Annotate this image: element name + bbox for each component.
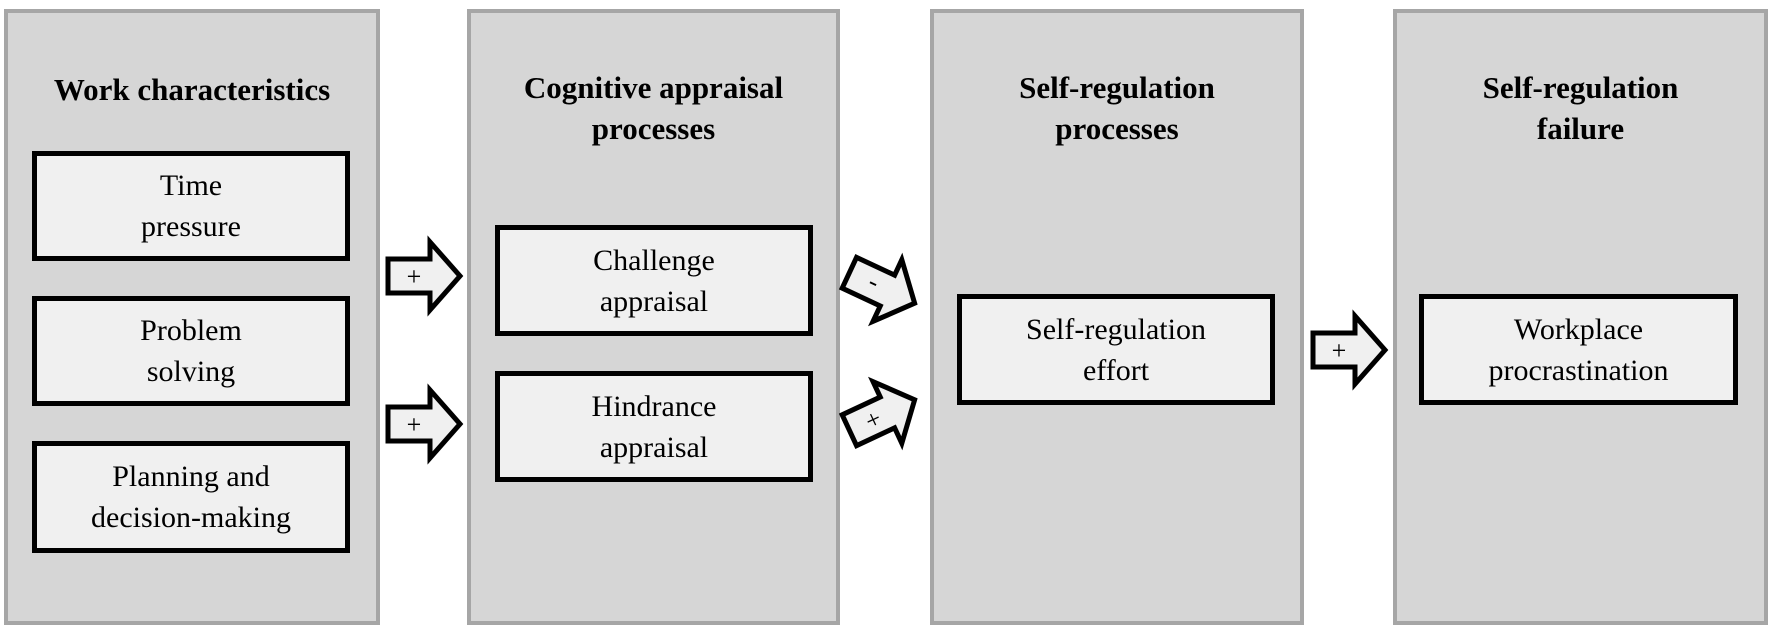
arrow-right-icon: +	[388, 390, 460, 458]
box-self-regulation-effort: Self-regulation effort	[957, 294, 1275, 405]
box-label-line: effort	[1082, 353, 1150, 387]
panel-title-line: failure	[1536, 111, 1625, 146]
box-label-line: Workplace	[1513, 312, 1644, 346]
arrow-sign: +	[1332, 336, 1347, 365]
box-label-line: procrastination	[1488, 353, 1669, 387]
box-label-line: Planning and	[112, 460, 270, 493]
panel-title: Cognitive appraisal processes	[471, 67, 836, 149]
box-hindrance-appraisal: Hindrance appraisal	[495, 371, 813, 482]
box-label-line: decision-making	[91, 501, 291, 534]
arrow-down-right-icon: -	[835, 242, 929, 334]
panel-title-line: Self-regulation	[1019, 70, 1215, 105]
box-planning-decision-making: Planning and decision-making	[32, 441, 350, 553]
box-problem-solving: Problem solving	[32, 296, 350, 406]
box-label-line: Self-regulation	[1026, 312, 1206, 346]
panel-title: Self-regulation processes	[934, 67, 1300, 149]
arrow-sign: +	[860, 403, 886, 435]
box-label-line: appraisal	[599, 430, 709, 464]
panel-title-line: processes	[591, 111, 716, 146]
arrow-sign: -	[864, 267, 884, 297]
panel-title: Work characteristics	[8, 69, 376, 110]
box-label-line: solving	[146, 355, 236, 388]
box-label-line: Challenge	[593, 243, 715, 277]
panel-title-line: processes	[1055, 111, 1179, 146]
box-label-line: appraisal	[599, 284, 709, 318]
panel-title-line: Self-regulation	[1482, 70, 1679, 105]
arrow-right-icon: +	[1313, 316, 1385, 384]
box-label-line: Hindrance	[591, 389, 717, 423]
box-label-line: Problem	[140, 314, 242, 347]
panel-title: Self-regulation failure	[1397, 67, 1764, 149]
box-challenge-appraisal: Challenge appraisal	[495, 225, 813, 336]
arrow-sign: +	[407, 262, 422, 291]
panel-title-line: Cognitive appraisal	[523, 70, 784, 105]
arrow-sign: +	[407, 410, 422, 439]
box-workplace-procrastination: Workplace procrastination	[1419, 294, 1738, 405]
arrow-right-icon: +	[388, 242, 460, 310]
box-label-line: Time	[159, 169, 223, 202]
box-label-line: pressure	[141, 210, 241, 243]
panel-title-line: Work characteristics	[53, 72, 331, 107]
box-time-pressure: Time pressure	[32, 151, 350, 261]
arrow-up-right-icon: +	[835, 369, 929, 461]
